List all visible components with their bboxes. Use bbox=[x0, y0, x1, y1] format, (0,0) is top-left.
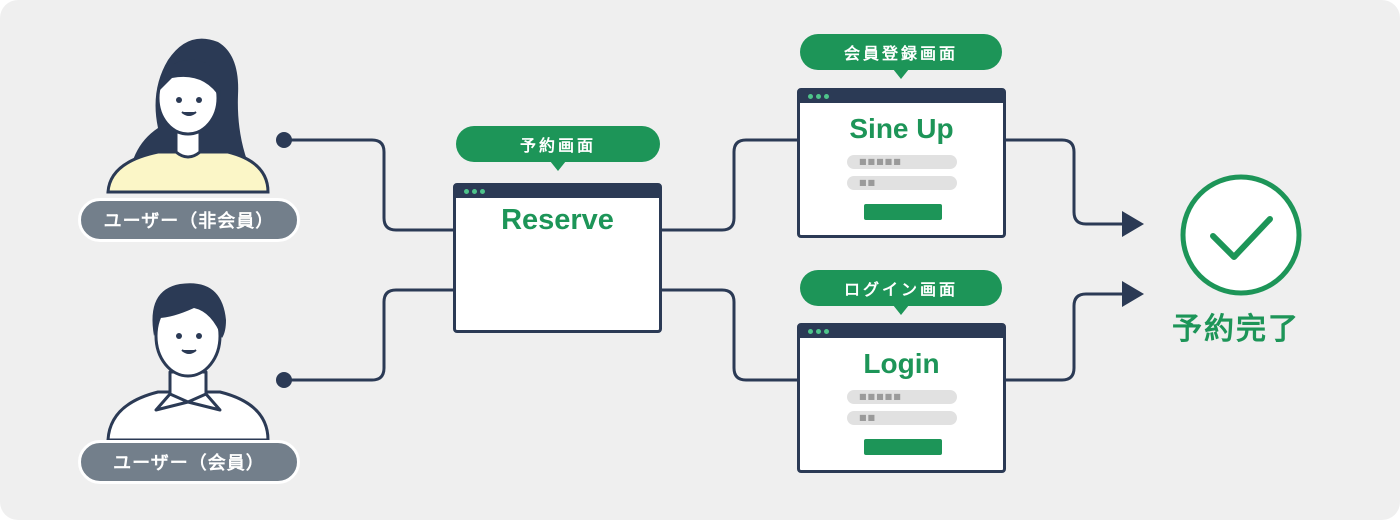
login-screen-window: Login ■■■■■ ■■ bbox=[797, 323, 1006, 473]
reserve-screen-window: Reserve bbox=[453, 183, 662, 333]
connector-signup-done bbox=[1005, 138, 1124, 226]
window-dot bbox=[480, 189, 485, 194]
signup-field-1: ■■■■■ bbox=[847, 155, 957, 169]
login-screen-callout: ログイン画面 bbox=[800, 270, 1002, 315]
arrow-right-icon bbox=[1122, 211, 1144, 237]
connector-lines bbox=[285, 138, 1124, 382]
login-field-1: ■■■■■ bbox=[847, 390, 957, 404]
window-dot bbox=[808, 329, 813, 334]
signup-screen-title: Sine Up bbox=[849, 113, 954, 144]
user-non-member-label: ユーザー（非会員） bbox=[78, 198, 300, 242]
reserve-screen-callout: 予約画面 bbox=[456, 126, 660, 171]
connector-reserve-login bbox=[662, 288, 798, 382]
window-titlebar bbox=[800, 326, 1003, 338]
login-submit-button bbox=[864, 439, 942, 455]
window-dot bbox=[824, 94, 829, 99]
window-dot bbox=[464, 189, 469, 194]
connector-login-done bbox=[1005, 292, 1124, 382]
window-titlebar bbox=[800, 91, 1003, 103]
man-avatar-icon bbox=[106, 283, 270, 442]
check-circle-icon bbox=[1180, 174, 1302, 296]
login-screen-title: Login bbox=[863, 348, 940, 379]
connector-reserve-signup bbox=[662, 138, 798, 232]
reserve-screen-title: Reserve bbox=[501, 204, 614, 236]
connector-start-dot bbox=[276, 132, 292, 148]
user-member-label: ユーザー（会員） bbox=[78, 440, 300, 484]
signup-screen-window: Sine Up ■■■■■ ■■ bbox=[797, 88, 1006, 238]
woman-avatar-icon bbox=[106, 38, 270, 194]
login-field-2: ■■ bbox=[847, 411, 957, 425]
signup-screen-callout: 会員登録画面 bbox=[800, 34, 1002, 79]
window-dot bbox=[808, 94, 813, 99]
window-dot bbox=[472, 189, 477, 194]
signup-field-2: ■■ bbox=[847, 176, 957, 190]
connector-start-dot bbox=[276, 372, 292, 388]
connector-member-reserve bbox=[285, 288, 456, 382]
signup-submit-button bbox=[864, 204, 942, 220]
connector-nonmember-reserve bbox=[285, 138, 456, 232]
window-titlebar bbox=[456, 186, 659, 198]
reservation-complete-label: 予約完了 bbox=[1172, 312, 1300, 347]
window-dot bbox=[816, 329, 821, 334]
arrow-right-icon bbox=[1122, 281, 1144, 307]
window-dot bbox=[824, 329, 829, 334]
window-dot bbox=[816, 94, 821, 99]
